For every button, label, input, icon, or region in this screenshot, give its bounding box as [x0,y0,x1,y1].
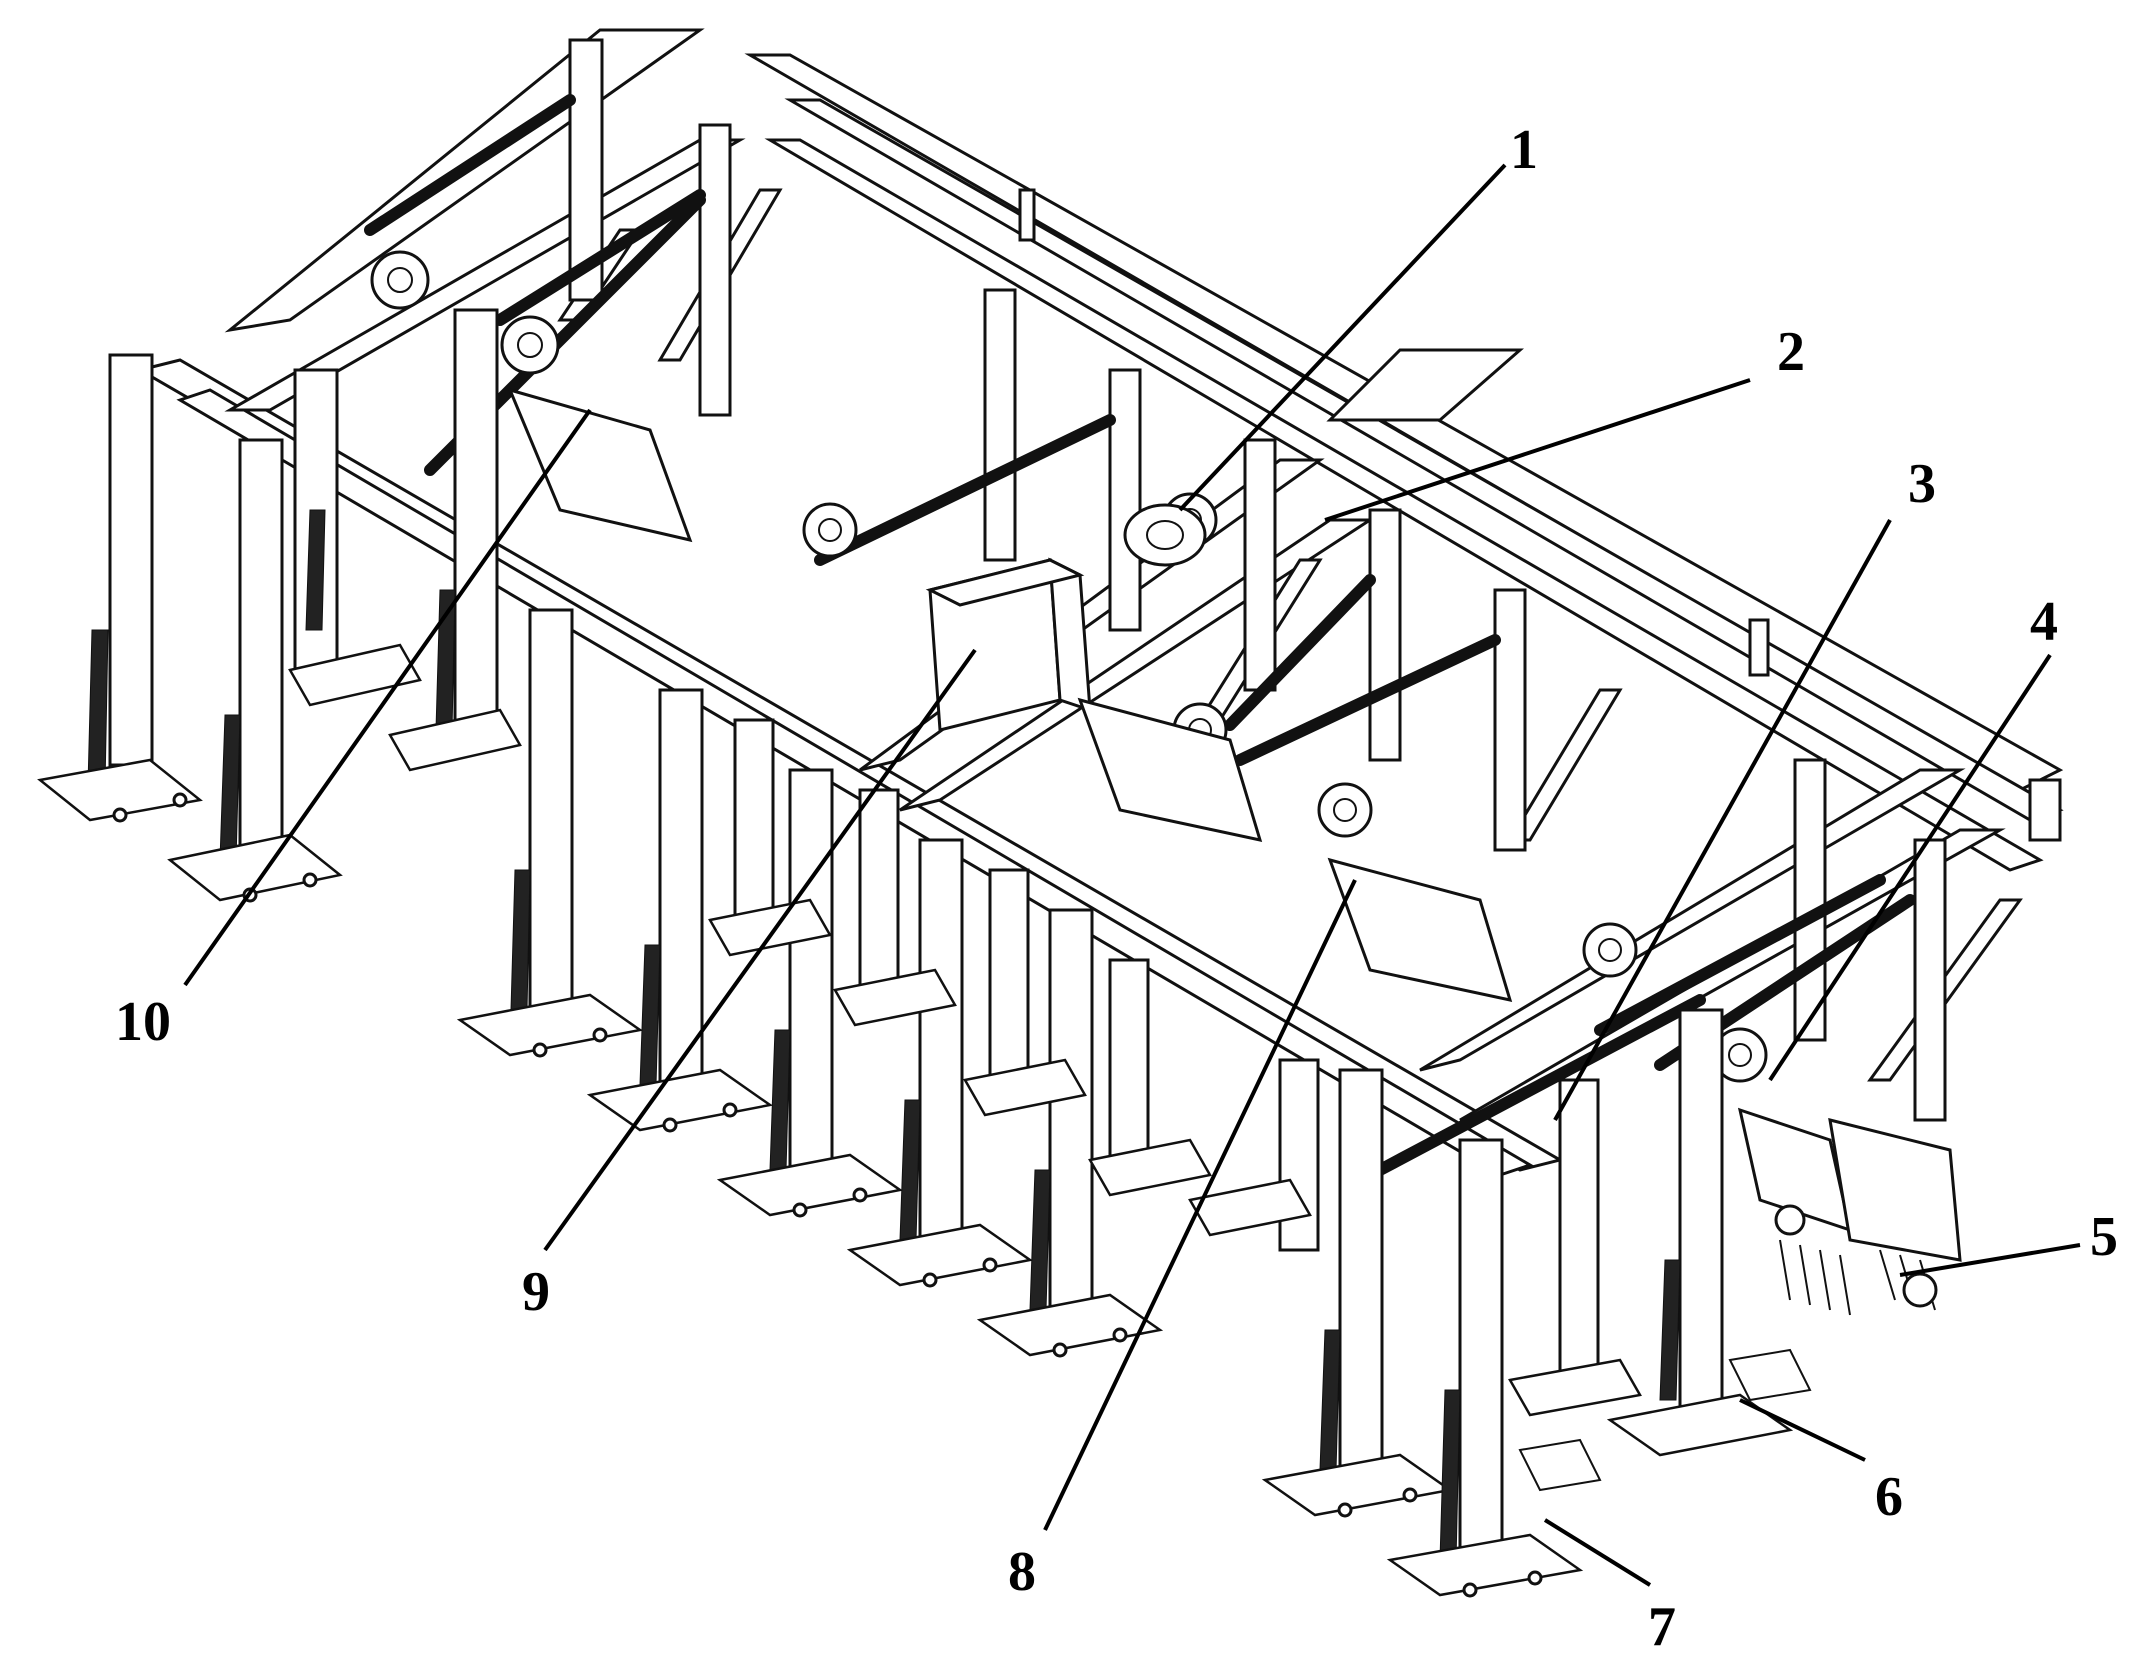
callout-label-3: 3 [1908,453,1936,515]
leg-assemblies [37,308,1812,1598]
callout-line-4 [1768,653,2052,1082]
callout-label-6: 6 [1875,1466,1903,1528]
callout-label-8: 8 [1008,1541,1036,1603]
upper-frame [136,28,2064,1177]
upper-posts [568,38,1947,1122]
callout-label-7: 7 [1648,1596,1676,1658]
callout-line-2 [1324,378,1751,522]
callout-line-1 [1178,163,1507,512]
callout-line-3 [1553,519,1892,1121]
callout-line-10 [183,408,592,987]
pulleys [370,250,1768,1083]
callout-line-5 [1899,1243,2081,1277]
callout-line-8 [1043,879,1357,1531]
callout-label-9: 9 [522,1261,550,1323]
callout-label-1: 1 [1510,119,1538,181]
metering-troughs [507,387,1962,1316]
callout-lines [183,163,2081,1587]
callout-label-2: 2 [1777,321,1805,383]
callout-line-7 [1543,1518,1652,1587]
callout-label-10: 10 [115,991,171,1053]
callout-labels: 1 2 3 4 5 6 7 8 9 10 [115,119,2118,1658]
callout-label-5: 5 [2090,1206,2118,1268]
callout-line-9 [543,648,977,1252]
motor-gearbox [925,503,1207,732]
callout-line-6 [1739,1398,1866,1462]
callout-label-4: 4 [2030,591,2058,653]
